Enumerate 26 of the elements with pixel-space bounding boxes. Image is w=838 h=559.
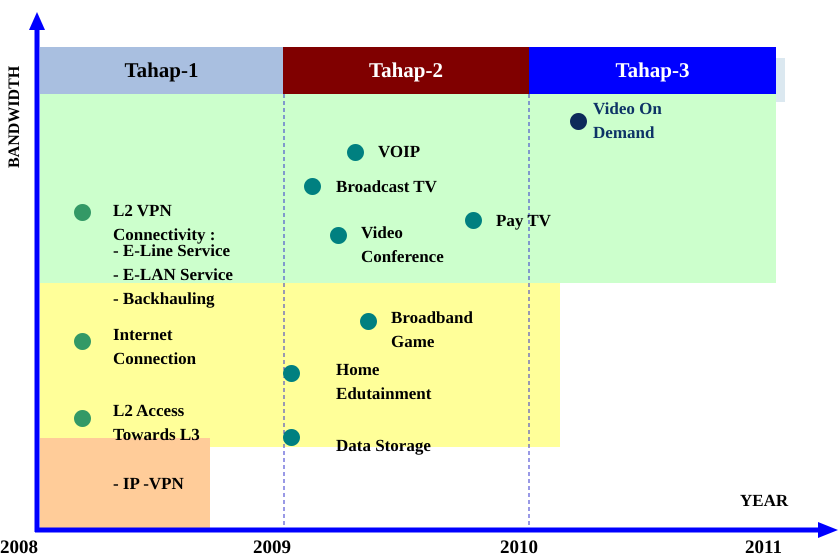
service-label: L2 VPN Connectivity : [113,200,216,244]
axis-label: YEAR [740,490,788,512]
axis-label: 2009 [253,536,291,559]
phase-title: Tahap-2 [369,58,443,83]
service-label: Broadband Game [391,307,474,353]
phase-header [283,47,529,94]
service-label: Video Conference [361,222,445,268]
service-label: Pay TV [496,210,552,232]
axis-label: 2011 [745,536,782,559]
service-label: Broadcast TV [336,176,438,198]
service-label: L2 Access Towards L3 [113,400,201,446]
phase-title: Tahap-1 [124,58,198,83]
phase-title: Tahap-3 [616,58,690,83]
phase-header [40,47,283,94]
service-label: VOIP [378,141,422,163]
axis-label: 2008 [0,536,38,559]
service-label: - IP -VPN [113,473,185,495]
axis-label: BANDWIDTH [6,66,24,168]
service-label: - Backhauling [113,288,216,310]
service-label: Internet Connection [113,324,198,370]
phase-header [529,47,776,94]
service-label: - E-LAN Service [113,264,234,286]
service-label: Home Edutainment [336,359,432,405]
service-label: Video On Demand [593,98,663,144]
axis-label: 2010 [500,536,538,559]
service-label: Data Storage [336,435,432,457]
